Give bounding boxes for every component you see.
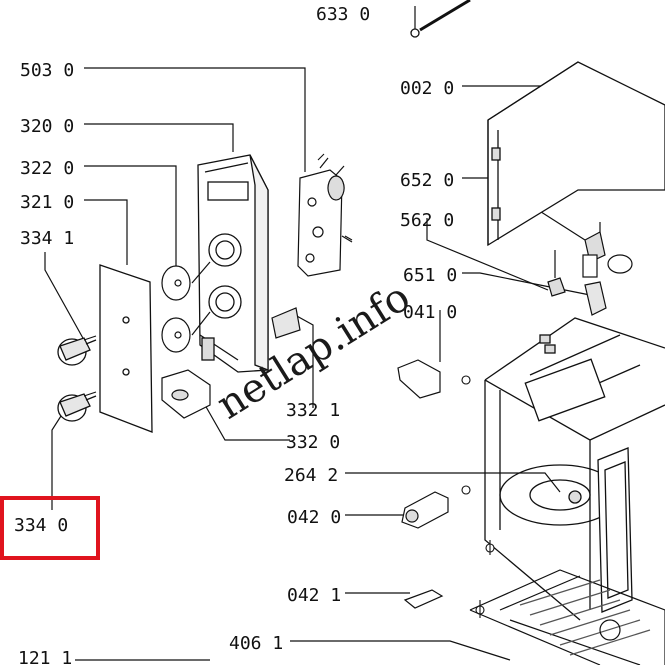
screws <box>83 153 353 397</box>
control-panel-assembly <box>197 154 269 373</box>
callout-334-0: 334 0 <box>14 515 68 536</box>
callout-322: 322 0 <box>20 158 74 179</box>
timer-switch-bracket <box>297 157 353 277</box>
callout-651: 651 0 <box>403 265 457 286</box>
oven-cavity <box>484 317 665 621</box>
callout-042-1: 042 1 <box>287 585 341 606</box>
callout-562: 562 0 <box>400 210 454 231</box>
callout-041: 041 0 <box>403 302 457 323</box>
door-interlock-parts <box>161 307 301 419</box>
knob-washers <box>161 261 211 353</box>
label-plate <box>99 264 153 433</box>
motor-bracket-042 <box>401 491 449 609</box>
callout-042-0: 042 0 <box>287 507 341 528</box>
magnetron-components <box>547 222 633 316</box>
callout-334-1: 334 1 <box>20 228 74 249</box>
callout-labels: 633 0 503 0 320 0 322 0 321 0 334 1 334 … <box>14 4 457 669</box>
outer-cabinet <box>487 61 665 247</box>
callout-633: 633 0 <box>316 4 370 25</box>
highlight-box <box>0 496 100 560</box>
bracket-041 <box>397 352 441 399</box>
base-plate <box>469 569 665 666</box>
callout-121: 121 1 <box>18 648 72 665</box>
callout-503: 503 0 <box>20 60 74 81</box>
top-rod-633 <box>410 0 471 38</box>
control-knobs <box>57 337 97 422</box>
cavity-fasteners <box>461 375 495 618</box>
callout-406: 406 1 <box>229 633 283 654</box>
callout-321: 321 0 <box>20 192 74 213</box>
callout-332-0: 332 0 <box>286 432 340 453</box>
callout-002: 002 0 <box>400 78 454 99</box>
callout-652: 652 0 <box>400 170 454 191</box>
callout-332-1: 332 1 <box>286 400 340 421</box>
leader-lines <box>44 6 591 661</box>
callout-320: 320 0 <box>20 116 74 137</box>
callout-264: 264 2 <box>284 465 338 486</box>
